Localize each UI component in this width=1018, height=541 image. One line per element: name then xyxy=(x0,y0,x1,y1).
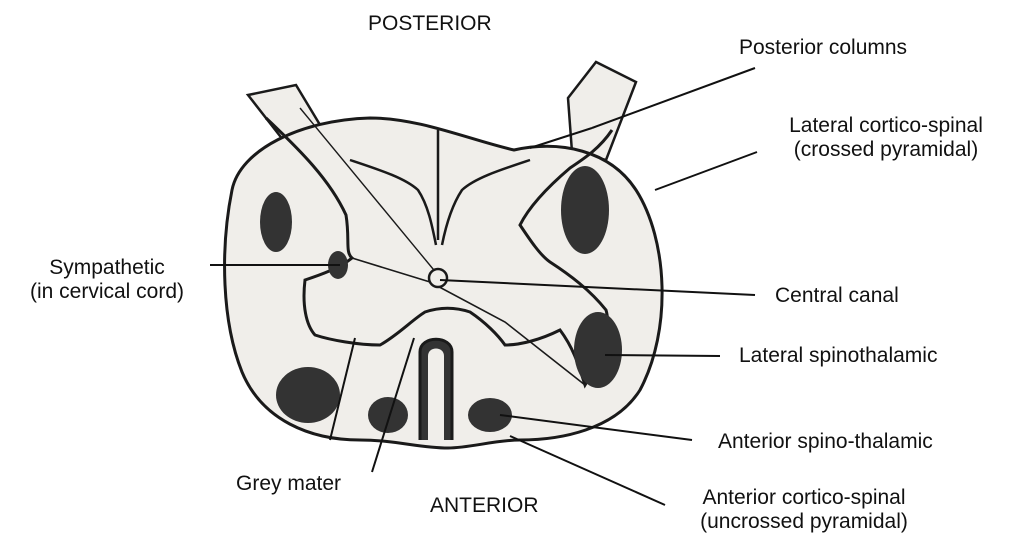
lateral-corticospinal-label-line2: (crossed pyramidal) xyxy=(756,138,1016,162)
lateral-spinothalamic-label: Lateral spinothalamic xyxy=(739,344,937,368)
grey-mater-label: Grey mater xyxy=(236,472,341,496)
central-canal-label: Central canal xyxy=(775,284,899,308)
anterior-corticospinal-label: Anterior cortico-spinal (uncrossed pyram… xyxy=(672,486,936,534)
posterior-nerve-root-right xyxy=(568,62,636,160)
anterior-spinothalamic-label: Anterior spino-thalamic xyxy=(718,430,933,454)
leader-lateral-corticospinal xyxy=(655,152,757,190)
lateral-spinothalamic-tract xyxy=(574,312,622,388)
lateral-corticospinal-tract-left xyxy=(260,192,292,252)
lateral-corticospinal-tract-right xyxy=(561,166,609,254)
sympathetic-label: Sympathetic (in cervical cord) xyxy=(2,256,212,304)
posterior-columns-label: Posterior columns xyxy=(739,36,907,60)
anterior-corticospinal-tract-left xyxy=(368,397,408,433)
sympathetic-label-line1: Sympathetic xyxy=(2,256,212,280)
posterior-orientation-label: POSTERIOR xyxy=(368,12,492,36)
sympathetic-label-line2: (in cervical cord) xyxy=(2,280,212,304)
anterior-corticospinal-label-line1: Anterior cortico-spinal xyxy=(672,486,936,510)
lateral-corticospinal-label-line1: Lateral cortico-spinal xyxy=(756,114,1016,138)
anterior-corticospinal-label-line2: (uncrossed pyramidal) xyxy=(672,510,936,534)
anterior-spinothalamic-tract-left xyxy=(276,367,340,423)
lateral-corticospinal-label: Lateral cortico-spinal (crossed pyramida… xyxy=(756,114,1016,162)
anterior-orientation-label: ANTERIOR xyxy=(430,494,539,518)
central-canal xyxy=(429,269,447,287)
leader-lateral-spinothalamic xyxy=(605,355,720,356)
